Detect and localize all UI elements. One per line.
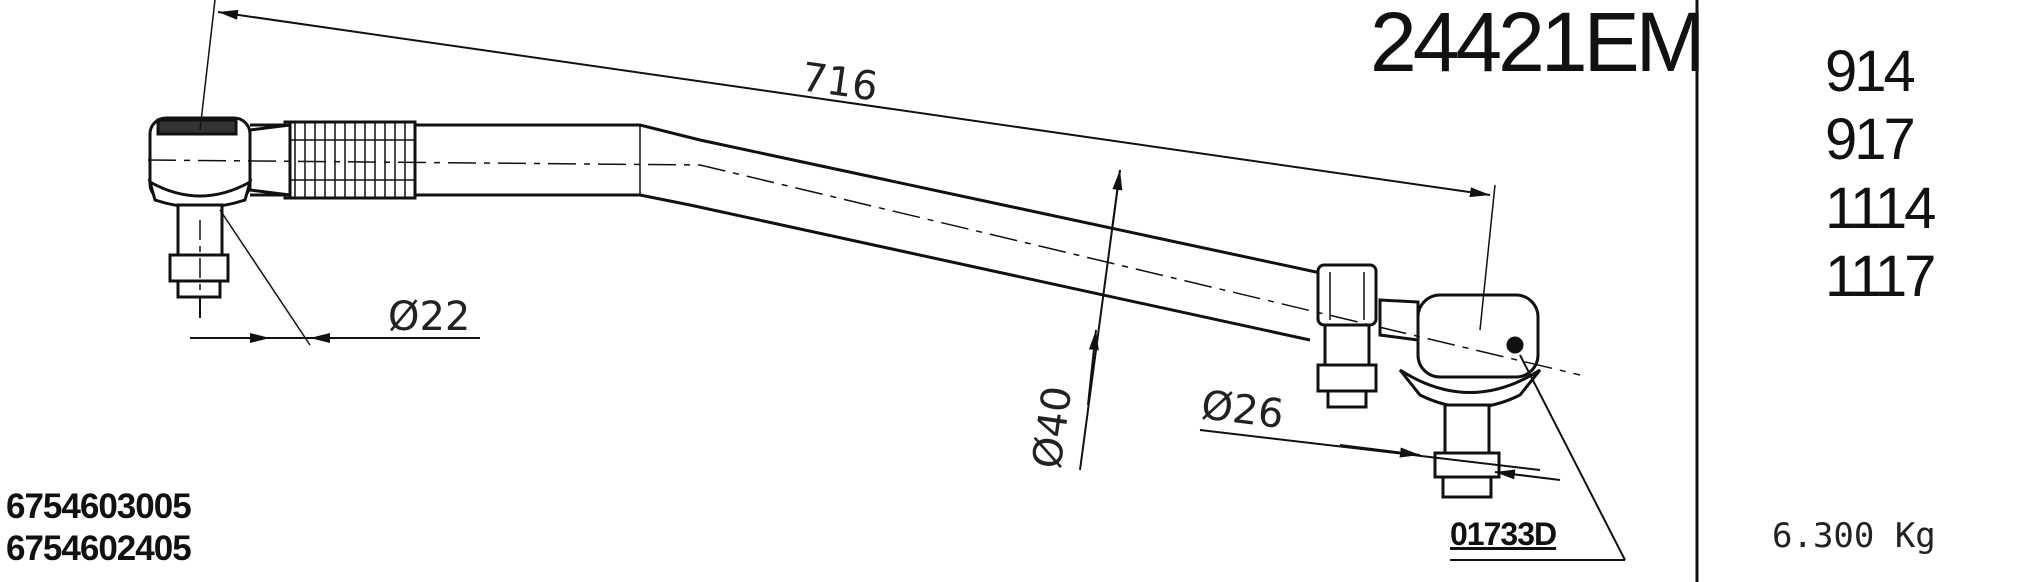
- thread-right-label: Ø26: [1199, 382, 1286, 438]
- model-item: 1114: [1825, 175, 1936, 241]
- length-label: 716: [799, 54, 881, 110]
- left-ball-joint: [147, 116, 292, 318]
- model-list: 914 917 1114 1117: [1825, 38, 1936, 312]
- thread-right-dimension: [1199, 429, 1561, 481]
- model-item: 1117: [1825, 244, 1936, 310]
- right-ball-joint: [1378, 293, 1542, 499]
- reference-code: 01733D: [1450, 516, 1557, 552]
- oe-number: 6754602405: [6, 529, 192, 568]
- tube-diameter-dimension: [1079, 169, 1123, 471]
- part-number: 24421EM: [1370, 0, 1706, 89]
- model-item: 914: [1825, 39, 1916, 104]
- model-item: 917: [1825, 107, 1916, 173]
- thread-left-dimension: [190, 209, 480, 346]
- tube-diameter-label: Ø40: [1024, 383, 1081, 471]
- oe-number: 6754603005: [6, 487, 192, 526]
- length-dimension: [199, 0, 1496, 331]
- thread-left-label: Ø22: [388, 294, 470, 340]
- clamp: [1316, 263, 1378, 409]
- weight-label: 6.300 Kg: [1772, 516, 1936, 556]
- threaded-section: [283, 120, 417, 200]
- reference-leader: [1519, 354, 1626, 561]
- oe-number-list: 6754603005 6754602405: [6, 486, 192, 570]
